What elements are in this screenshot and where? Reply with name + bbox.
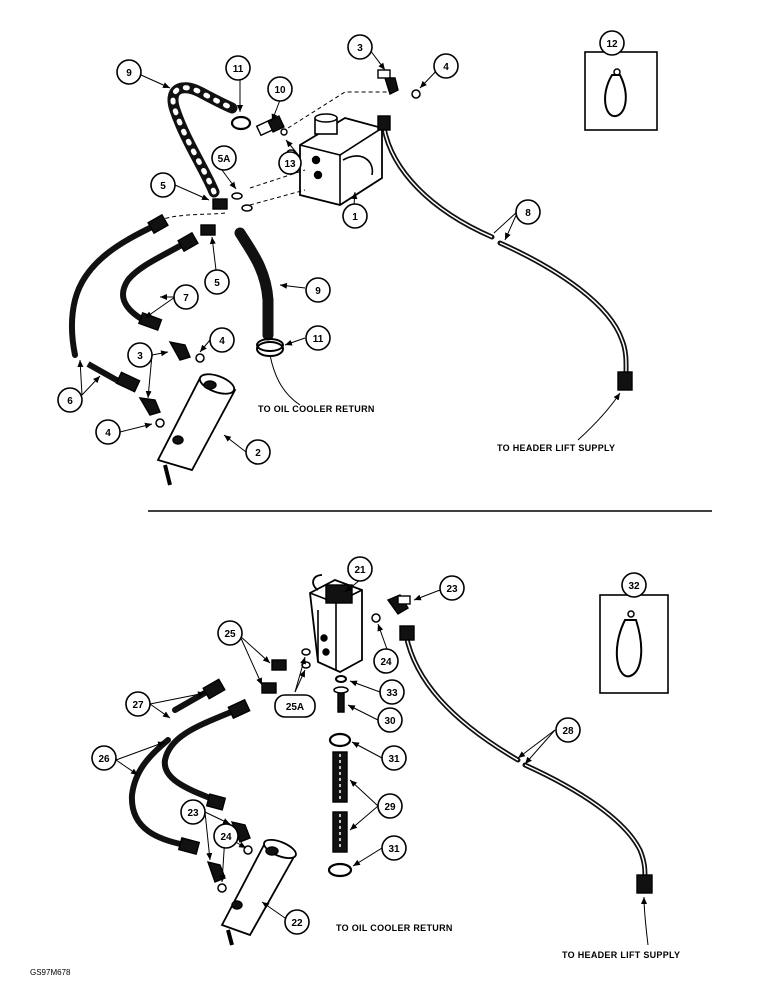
callout-9: 9 bbox=[315, 286, 321, 297]
hose-27 bbox=[161, 707, 239, 803]
hose-28-lower bbox=[522, 762, 648, 881]
callout-9: 9 bbox=[126, 68, 132, 79]
callout-26: 26 bbox=[98, 754, 110, 765]
callout-13: 13 bbox=[284, 159, 296, 170]
callout-32: 32 bbox=[628, 581, 640, 592]
leader-lines-bottom bbox=[115, 579, 649, 946]
callout-24: 24 bbox=[380, 657, 392, 668]
callout-29: 29 bbox=[384, 802, 396, 813]
tube-29-upper bbox=[332, 751, 348, 803]
callout-22: 22 bbox=[291, 918, 303, 929]
clamp-12-box bbox=[584, 51, 658, 131]
callout-24: 24 bbox=[220, 832, 232, 843]
callout-12: 12 bbox=[606, 39, 618, 50]
cylinder-22 bbox=[220, 839, 297, 946]
hose-8-upper bbox=[381, 125, 495, 240]
figure-code: GS97M678 bbox=[30, 968, 71, 977]
callout-5: 5 bbox=[160, 181, 166, 192]
callout-23: 23 bbox=[187, 808, 199, 819]
callout-4: 4 bbox=[219, 336, 225, 347]
callout-3: 3 bbox=[137, 351, 143, 362]
callout-11: 11 bbox=[233, 64, 244, 75]
hose-6 bbox=[69, 221, 161, 358]
oring-4-lower bbox=[155, 418, 165, 428]
callout-5: 5 bbox=[214, 278, 220, 289]
hose-9-lower bbox=[234, 227, 274, 341]
callout-33: 33 bbox=[386, 688, 398, 699]
oring-4-upper bbox=[411, 89, 421, 99]
label-header-lift-supply-bottom: TO HEADER LIFT SUPPLY bbox=[562, 950, 680, 960]
callout-labels-bottom: 21 23 32 24 25 25A 33 30 31 29 31 28 27 … bbox=[98, 565, 680, 960]
hose-8-lower bbox=[497, 240, 629, 378]
valve-block-1 bbox=[299, 113, 383, 206]
callout-5A: 5A bbox=[218, 154, 231, 165]
callout-6: 6 bbox=[67, 396, 73, 407]
hose-26 bbox=[128, 737, 188, 848]
callout-31: 31 bbox=[388, 844, 400, 855]
cylinder-2 bbox=[156, 373, 237, 486]
hose-9-upper bbox=[167, 82, 238, 198]
callout-2: 2 bbox=[255, 448, 261, 459]
callout-4: 4 bbox=[443, 62, 449, 73]
callout-25A: 25A bbox=[286, 702, 304, 713]
callout-circles-bottom bbox=[91, 556, 647, 935]
callout-7: 7 bbox=[183, 293, 189, 304]
label-oil-cooler-return-bottom: TO OIL COOLER RETURN bbox=[336, 923, 453, 933]
label-oil-cooler-return-top: TO OIL COOLER RETURN bbox=[258, 404, 375, 414]
callout-21: 21 bbox=[354, 565, 366, 576]
callout-3: 3 bbox=[357, 43, 363, 54]
leader-lines-top bbox=[77, 49, 621, 453]
clamp-31-lower bbox=[327, 862, 353, 878]
callout-27: 27 bbox=[132, 700, 144, 711]
callout-1: 1 bbox=[352, 212, 358, 223]
callout-23: 23 bbox=[446, 584, 458, 595]
callout-8: 8 bbox=[525, 208, 531, 219]
top-assembly bbox=[57, 30, 658, 486]
callout-labels-top: 9 11 10 3 4 12 13 5A 5 1 8 5 9 7 11 3 4 … bbox=[67, 39, 618, 459]
callout-circles-top bbox=[57, 30, 625, 465]
hose-28-upper bbox=[403, 632, 521, 763]
bottom-assembly bbox=[91, 556, 669, 946]
label-header-lift-supply-top: TO HEADER LIFT SUPPLY bbox=[497, 443, 615, 453]
callout-11: 11 bbox=[313, 334, 324, 345]
callout-25: 25 bbox=[224, 629, 236, 640]
hose-7 bbox=[120, 240, 188, 321]
elbow-3-upper bbox=[377, 69, 399, 95]
callout-28: 28 bbox=[562, 726, 574, 737]
fitting-10 bbox=[255, 115, 288, 137]
clamp-31-upper bbox=[328, 732, 352, 748]
callout-10: 10 bbox=[274, 85, 286, 96]
valve-block-21 bbox=[309, 574, 363, 674]
callout-4: 4 bbox=[105, 428, 111, 439]
callout-31: 31 bbox=[388, 754, 400, 765]
clamp-32-box bbox=[599, 594, 669, 694]
clamp-11-upper bbox=[230, 115, 252, 131]
callout-30: 30 bbox=[384, 716, 396, 727]
